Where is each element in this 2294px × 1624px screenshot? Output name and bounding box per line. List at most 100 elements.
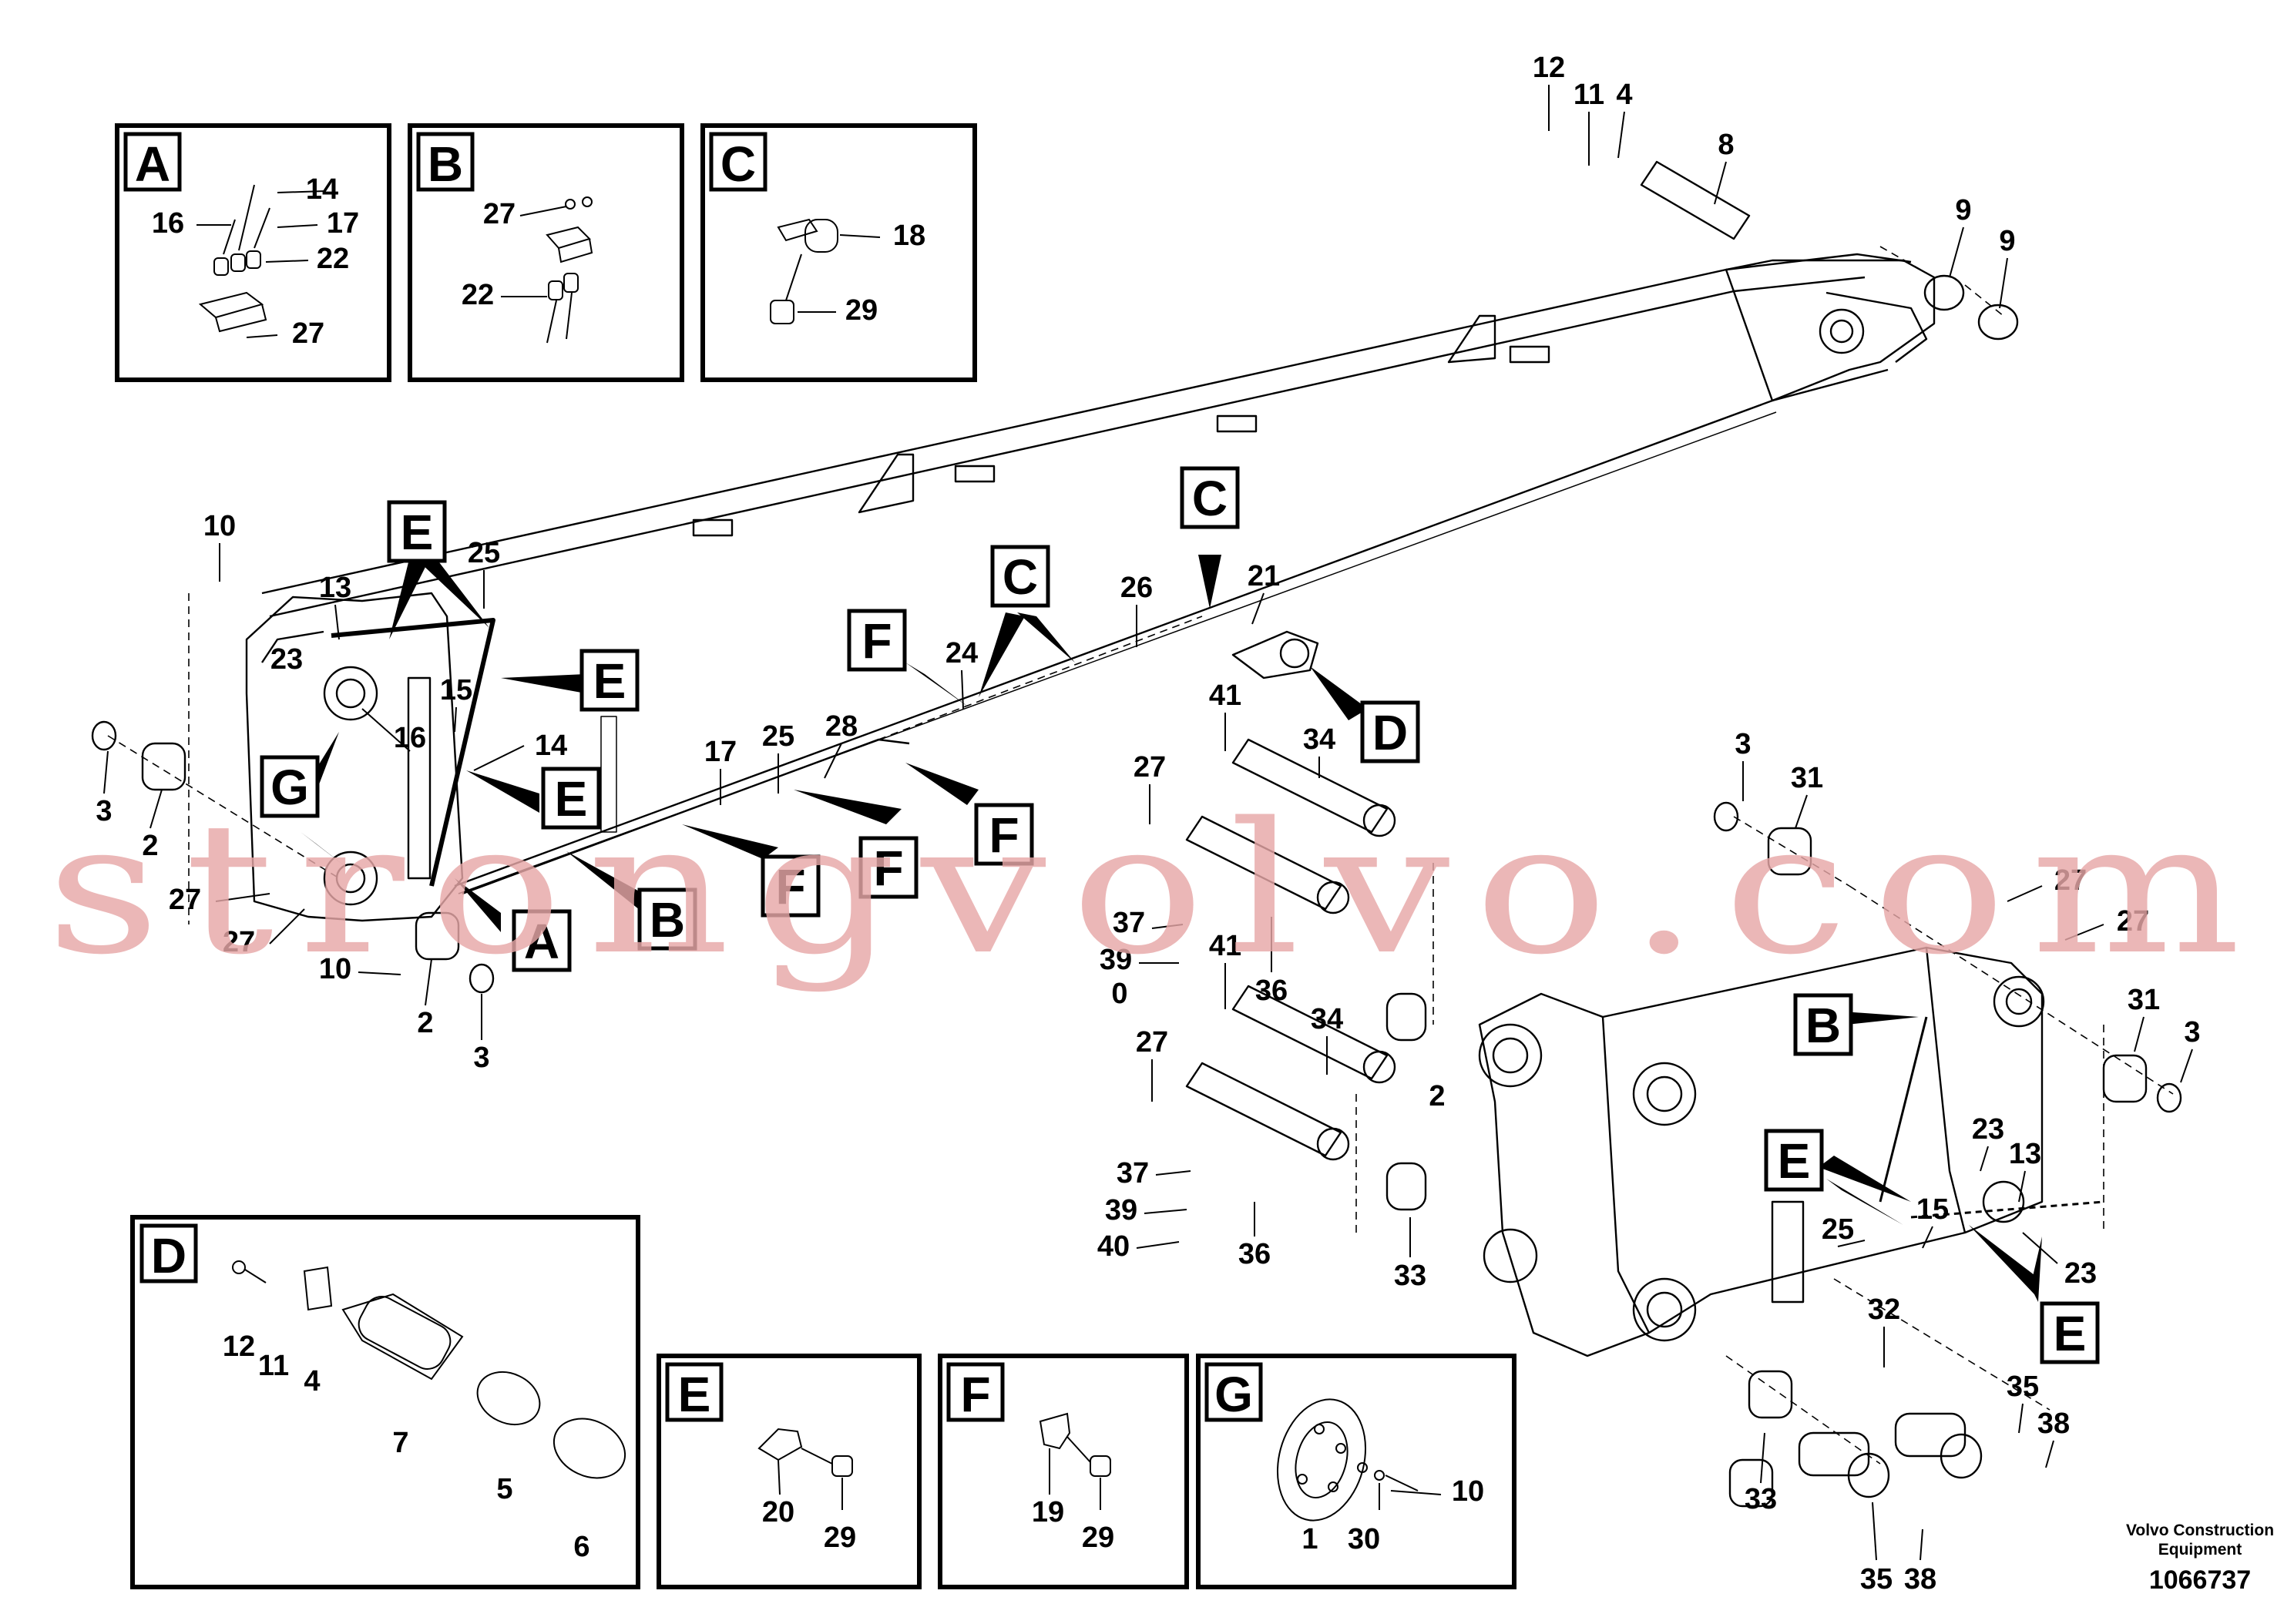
- svg-text:33: 33: [1745, 1483, 1777, 1515]
- detail-panel-c: C 18 29: [700, 123, 977, 382]
- detail-panels: A 14 16 17 22 27 B: [115, 123, 1516, 1589]
- svg-text:17: 17: [704, 736, 737, 768]
- callout-leaders: [289, 555, 2042, 1302]
- panel-c-letter: C: [720, 136, 756, 192]
- svg-text:36: 36: [1255, 975, 1288, 1007]
- svg-text:2: 2: [142, 830, 158, 862]
- panel-c-part-18: 18: [893, 220, 925, 252]
- svg-text:41: 41: [1209, 930, 1241, 962]
- svg-text:12: 12: [1533, 52, 1565, 84]
- svg-text:27: 27: [223, 926, 255, 958]
- panel-b-part-22: 22: [462, 279, 494, 311]
- svg-text:39: 39: [1100, 944, 1132, 976]
- svg-text:38: 38: [2037, 1408, 2070, 1440]
- panel-a-part-17: 17: [327, 207, 359, 240]
- svg-text:32: 32: [1868, 1293, 1900, 1326]
- svg-text:3: 3: [1735, 728, 1751, 760]
- panel-g-part-30: 30: [1348, 1523, 1380, 1555]
- callout-e-1: E: [387, 500, 447, 563]
- svg-text:37: 37: [1117, 1157, 1149, 1189]
- svg-text:26: 26: [1120, 572, 1153, 604]
- callout-e-3: E: [541, 767, 601, 830]
- part-numbers-pins-center: 41 34 27 37 39 0 41 36 27 34 37 39 40 36…: [1097, 679, 1446, 1292]
- svg-text:E: E: [2054, 1306, 2087, 1361]
- svg-text:F: F: [775, 859, 805, 914]
- detail-panel-f: F 19 29: [938, 1354, 1189, 1589]
- part-numbers-boom-front: 10 13 23 25 15 16 14 3 2 27 27 10 2 3 17…: [96, 510, 1280, 1074]
- svg-text:31: 31: [2128, 984, 2160, 1016]
- panel-e-part-20: 20: [762, 1496, 794, 1528]
- panel-d-part-12: 12: [223, 1330, 255, 1363]
- svg-text:23: 23: [2064, 1257, 2097, 1290]
- svg-text:35: 35: [1860, 1563, 1893, 1595]
- svg-text:36: 36: [1238, 1238, 1271, 1270]
- callout-b-rear: B: [1793, 993, 1853, 1056]
- watermark-text: strongvolvo.com: [46, 784, 2265, 995]
- callout-d: D: [1360, 700, 1420, 763]
- boom-assembly: [91, 160, 2182, 1508]
- svg-text:31: 31: [1791, 762, 1823, 794]
- svg-text:23: 23: [1972, 1113, 2004, 1146]
- panel-a-part-16: 16: [152, 207, 184, 240]
- panel-d-part-11: 11: [258, 1350, 289, 1382]
- svg-text:E: E: [401, 505, 434, 560]
- callout-f-2: F: [858, 836, 919, 899]
- credit-line-2: Equipment: [2158, 1541, 2242, 1559]
- svg-text:13: 13: [2009, 1138, 2041, 1170]
- callout-e-4: E: [1764, 1129, 1824, 1192]
- svg-text:C: C: [1192, 471, 1228, 526]
- svg-text:G: G: [270, 760, 309, 815]
- panel-d-part-4: 4: [304, 1365, 320, 1398]
- svg-text:B: B: [650, 892, 685, 948]
- svg-text:25: 25: [762, 720, 794, 753]
- svg-text:23: 23: [270, 643, 303, 676]
- svg-text:2: 2: [1429, 1080, 1445, 1112]
- panel-a-part-27: 27: [292, 317, 324, 350]
- part-numbers-boom-rear: 3 31 27 27 31 3 23 13 25 15 23 32 35 38 …: [1735, 728, 2200, 1595]
- svg-text:C: C: [1003, 549, 1038, 605]
- svg-text:4: 4: [1616, 79, 1632, 111]
- svg-text:40: 40: [1097, 1230, 1130, 1263]
- detail-panel-g: G 10 1 30: [1196, 1354, 1516, 1589]
- svg-text:33: 33: [1394, 1260, 1426, 1292]
- panel-g-part-1: 1: [1302, 1523, 1318, 1555]
- svg-text:3: 3: [473, 1042, 489, 1074]
- callout-a: A: [512, 909, 572, 972]
- svg-text:E: E: [593, 653, 626, 709]
- svg-text:27: 27: [2117, 905, 2149, 938]
- detail-panel-b: B 27 22: [408, 123, 684, 382]
- svg-text:10: 10: [203, 510, 236, 542]
- panel-c-part-29: 29: [845, 294, 878, 327]
- svg-text:41: 41: [1209, 679, 1241, 712]
- letter-callouts: E E E G A B F F: [260, 466, 2100, 1364]
- callout-e-2: E: [579, 649, 640, 712]
- svg-text:34: 34: [1311, 1003, 1343, 1035]
- panel-f-part-29: 29: [1082, 1522, 1114, 1554]
- svg-text:37: 37: [1113, 907, 1145, 939]
- svg-text:E: E: [1778, 1133, 1811, 1189]
- document-number: 1066737: [2149, 1565, 2251, 1595]
- callout-f-3: F: [974, 803, 1034, 866]
- svg-text:0: 0: [1111, 978, 1127, 1010]
- svg-text:24: 24: [945, 637, 978, 669]
- part-numbers-stick-end: 12 11 4 8 9 9: [1533, 52, 2016, 257]
- svg-text:8: 8: [1718, 129, 1734, 161]
- svg-text:9: 9: [1999, 225, 2015, 257]
- panel-g-letter: G: [1214, 1367, 1253, 1422]
- svg-text:15: 15: [440, 674, 472, 706]
- svg-text:A: A: [524, 914, 559, 969]
- panel-d-part-7: 7: [392, 1427, 408, 1459]
- svg-text:10: 10: [319, 953, 351, 985]
- svg-text:F: F: [989, 807, 1019, 863]
- svg-text:13: 13: [319, 572, 351, 604]
- svg-text:27: 27: [2054, 864, 2087, 897]
- svg-text:16: 16: [394, 722, 426, 754]
- svg-text:34: 34: [1303, 723, 1335, 756]
- panel-a-part-14: 14: [306, 173, 338, 206]
- svg-text:35: 35: [2007, 1371, 2039, 1403]
- svg-text:27: 27: [1136, 1026, 1168, 1059]
- svg-text:D: D: [1372, 705, 1408, 760]
- panel-d-part-6: 6: [573, 1531, 589, 1563]
- detail-panel-e: E 20 29: [657, 1354, 922, 1589]
